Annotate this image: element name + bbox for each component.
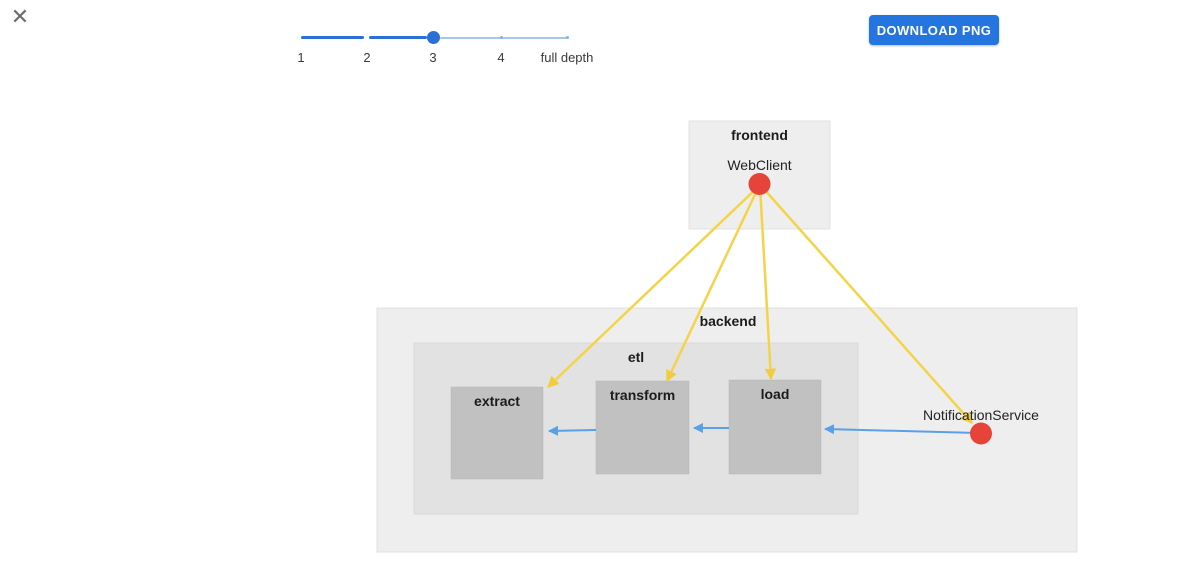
group-backend-label: backend: [700, 313, 757, 329]
slider-mark-full-depth[interactable]: full depth: [540, 50, 594, 65]
slider-mark-2[interactable]: 2: [363, 50, 371, 65]
edge-transform-extract: [548, 425, 597, 436]
slider-handle[interactable]: [426, 31, 440, 44]
edge-webclient-transform: [665, 185, 761, 383]
depth-slider[interactable]: 1 2 3 4 full depth: [290, 10, 593, 65]
group-frontend-label: frontend: [731, 127, 788, 143]
edge-webclient-extract: [547, 185, 760, 388]
node-extract-label: extract: [474, 393, 520, 409]
node-extract-box[interactable]: [450, 386, 544, 480]
group-etl-label: etl: [628, 349, 644, 365]
node-transform-label: transform: [610, 387, 675, 403]
node-notificationservice-dot[interactable]: [970, 422, 992, 445]
slider-mark-4[interactable]: 4: [497, 50, 505, 65]
slider-mark-3[interactable]: 3: [429, 50, 437, 65]
slider-tick-full-depth: [566, 36, 569, 39]
download-png-button[interactable]: DOWNLOAD PNG: [869, 15, 999, 45]
node-notificationservice-label: NotificationService: [923, 407, 1039, 423]
edge-notificationservice-load: [824, 424, 979, 435]
slider-track-active[interactable]: [301, 36, 364, 39]
slider-mark-1[interactable]: 1: [297, 50, 305, 65]
node-webclient-dot[interactable]: [748, 173, 771, 195]
node-load-box[interactable]: [728, 379, 822, 475]
node-load-label: load: [761, 386, 790, 402]
node-webclient-label: WebClient: [727, 157, 791, 173]
edge-webclient-load: [758, 185, 777, 381]
slider-track-active-2[interactable]: [369, 36, 427, 39]
slider-tick-4: [500, 36, 503, 39]
slider-rail[interactable]: [440, 36, 567, 39]
node-transform-box[interactable]: [595, 380, 690, 475]
edge-webclient-notificationservice: [762, 187, 973, 424]
close-icon[interactable]: ✕: [10, 4, 30, 29]
